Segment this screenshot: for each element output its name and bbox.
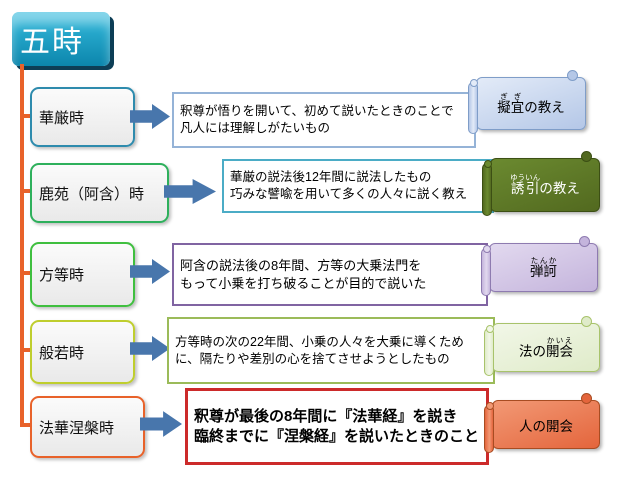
description-kegon: 釈尊が悟りを開いて、初めて説いたときのことで 凡人には理解しがたいもの <box>172 92 476 148</box>
banner-ruby-base: 開会 <box>546 343 573 359</box>
banner-rokuon: 誘引ゆういんの教え <box>482 151 600 216</box>
scroll-curl <box>581 316 592 327</box>
banner-body: 弾訶たんか <box>489 243 598 292</box>
period-label-hannya: 般若時 <box>30 320 135 384</box>
banner-furigana: ぎぎ <box>497 91 525 101</box>
description-text: 釈尊が悟りを開いて、初めて説いたときのことで 凡人には理解しがたいもの <box>180 104 454 135</box>
connector-stub <box>20 423 36 427</box>
connector-stub <box>20 271 36 275</box>
banner-text: 人の開会 <box>519 415 573 435</box>
right-arrow-icon <box>130 336 170 361</box>
banner-furigana: ゆういん <box>510 173 541 182</box>
banner-ruby: 誘引ゆういん <box>510 173 541 196</box>
banner-prefix: 法の <box>519 343 546 359</box>
banner-body: 人の開会 <box>492 400 600 449</box>
scroll-roll <box>484 325 494 376</box>
scroll-curl <box>579 236 590 247</box>
connector-stub <box>20 189 36 193</box>
scroll-roll <box>484 402 494 453</box>
scroll-curl <box>567 70 578 81</box>
banner-furigana: たんか <box>530 255 557 265</box>
banner-ruby: 弾訶たんか <box>530 256 557 279</box>
connector-vertical-line <box>20 64 24 425</box>
connector-stub <box>20 114 36 118</box>
right-arrow-icon <box>140 411 182 437</box>
banner-text: 誘引ゆういんの教え <box>510 173 580 197</box>
period-label-kegon: 華厳時 <box>30 87 135 147</box>
period-label-text: 方等時 <box>39 267 85 284</box>
banner-ruby-base: 擬宜 <box>497 99 525 115</box>
period-label-rokuon: 鹿苑（阿含）時 <box>30 163 169 223</box>
scroll-curl <box>581 151 592 162</box>
banner-body: 擬宜ぎぎの教え <box>476 77 586 130</box>
description-hodo: 阿含の説法後の8年間、方等の大乗法門を もって小乗を打ち破ることが目的で説いた <box>172 243 488 306</box>
banner-text: 法の開会かいえ <box>519 336 573 360</box>
banner-hokke-nehan: 人の開会 <box>484 393 600 453</box>
banner-ruby-base: 弾訶 <box>530 263 557 279</box>
scroll-roll <box>468 79 478 134</box>
banner-kegon: 擬宜ぎぎの教え <box>468 70 586 134</box>
banner-text: 弾訶たんか <box>530 256 557 280</box>
banner-text: 擬宜ぎぎの教え <box>497 92 565 116</box>
right-arrow-icon <box>164 179 216 204</box>
connector-stub <box>20 348 36 352</box>
right-arrow-icon <box>130 259 170 284</box>
banner-ruby: 擬宜ぎぎ <box>497 92 525 115</box>
period-label-text: 般若時 <box>39 344 85 362</box>
period-label-text: 鹿苑（阿含）時 <box>39 185 145 203</box>
description-text: 華厳の説法後12年間に説法したもの 巧みな譬喩を用いて多くの人々に説く教え <box>230 170 468 201</box>
description-rokuon: 華厳の説法後12年間に説法したもの 巧みな譬喩を用いて多くの人々に説く教え <box>222 159 494 213</box>
banner-hodo: 弾訶たんか <box>481 236 598 296</box>
banner-body: 法の開会かいえ <box>492 323 600 372</box>
banner-ruby-base: 誘引 <box>510 181 541 196</box>
scroll-roll <box>481 245 491 296</box>
period-label-text: 華厳時 <box>39 109 85 127</box>
banner-furigana: かいえ <box>546 335 573 345</box>
description-text: 方等時の次の22年間、小乗の人々を大乗に導くため に、隔たりや差別の心を捨てさせ… <box>175 334 464 366</box>
banner-suffix: の教え <box>539 181 580 196</box>
banner-suffix: の教え <box>524 99 565 115</box>
diagram-title-box: 五時 <box>12 12 110 66</box>
description-text: 釈尊が最後の8年間に『法華経』を説き 臨終までに『涅槃経』を説いたときのこと <box>194 408 480 445</box>
description-hokke-nehan: 釈尊が最後の8年間に『法華経』を説き 臨終までに『涅槃経』を説いたときのこと <box>185 388 489 465</box>
banner-hannya: 法の開会かいえ <box>484 316 600 376</box>
description-hannya: 方等時の次の22年間、小乗の人々を大乗に導くため に、隔たりや差別の心を捨てさせ… <box>167 317 495 384</box>
period-label-hokke-nehan: 法華涅槃時 <box>30 396 145 458</box>
description-text: 阿含の説法後の8年間、方等の大乗法門を もって小乗を打ち破ることが目的で説いた <box>180 257 427 291</box>
banner-ruby: 開会かいえ <box>546 336 573 359</box>
right-arrow-icon <box>130 104 170 129</box>
period-label-hodo: 方等時 <box>30 242 135 307</box>
scroll-roll <box>482 160 492 216</box>
period-label-text: 法華涅槃時 <box>39 419 115 437</box>
banner-body: 誘引ゆういんの教え <box>490 158 600 212</box>
diagram-title: 五時 <box>20 26 84 59</box>
scroll-curl <box>581 393 592 404</box>
banner-prefix: 人の開会 <box>519 418 573 434</box>
